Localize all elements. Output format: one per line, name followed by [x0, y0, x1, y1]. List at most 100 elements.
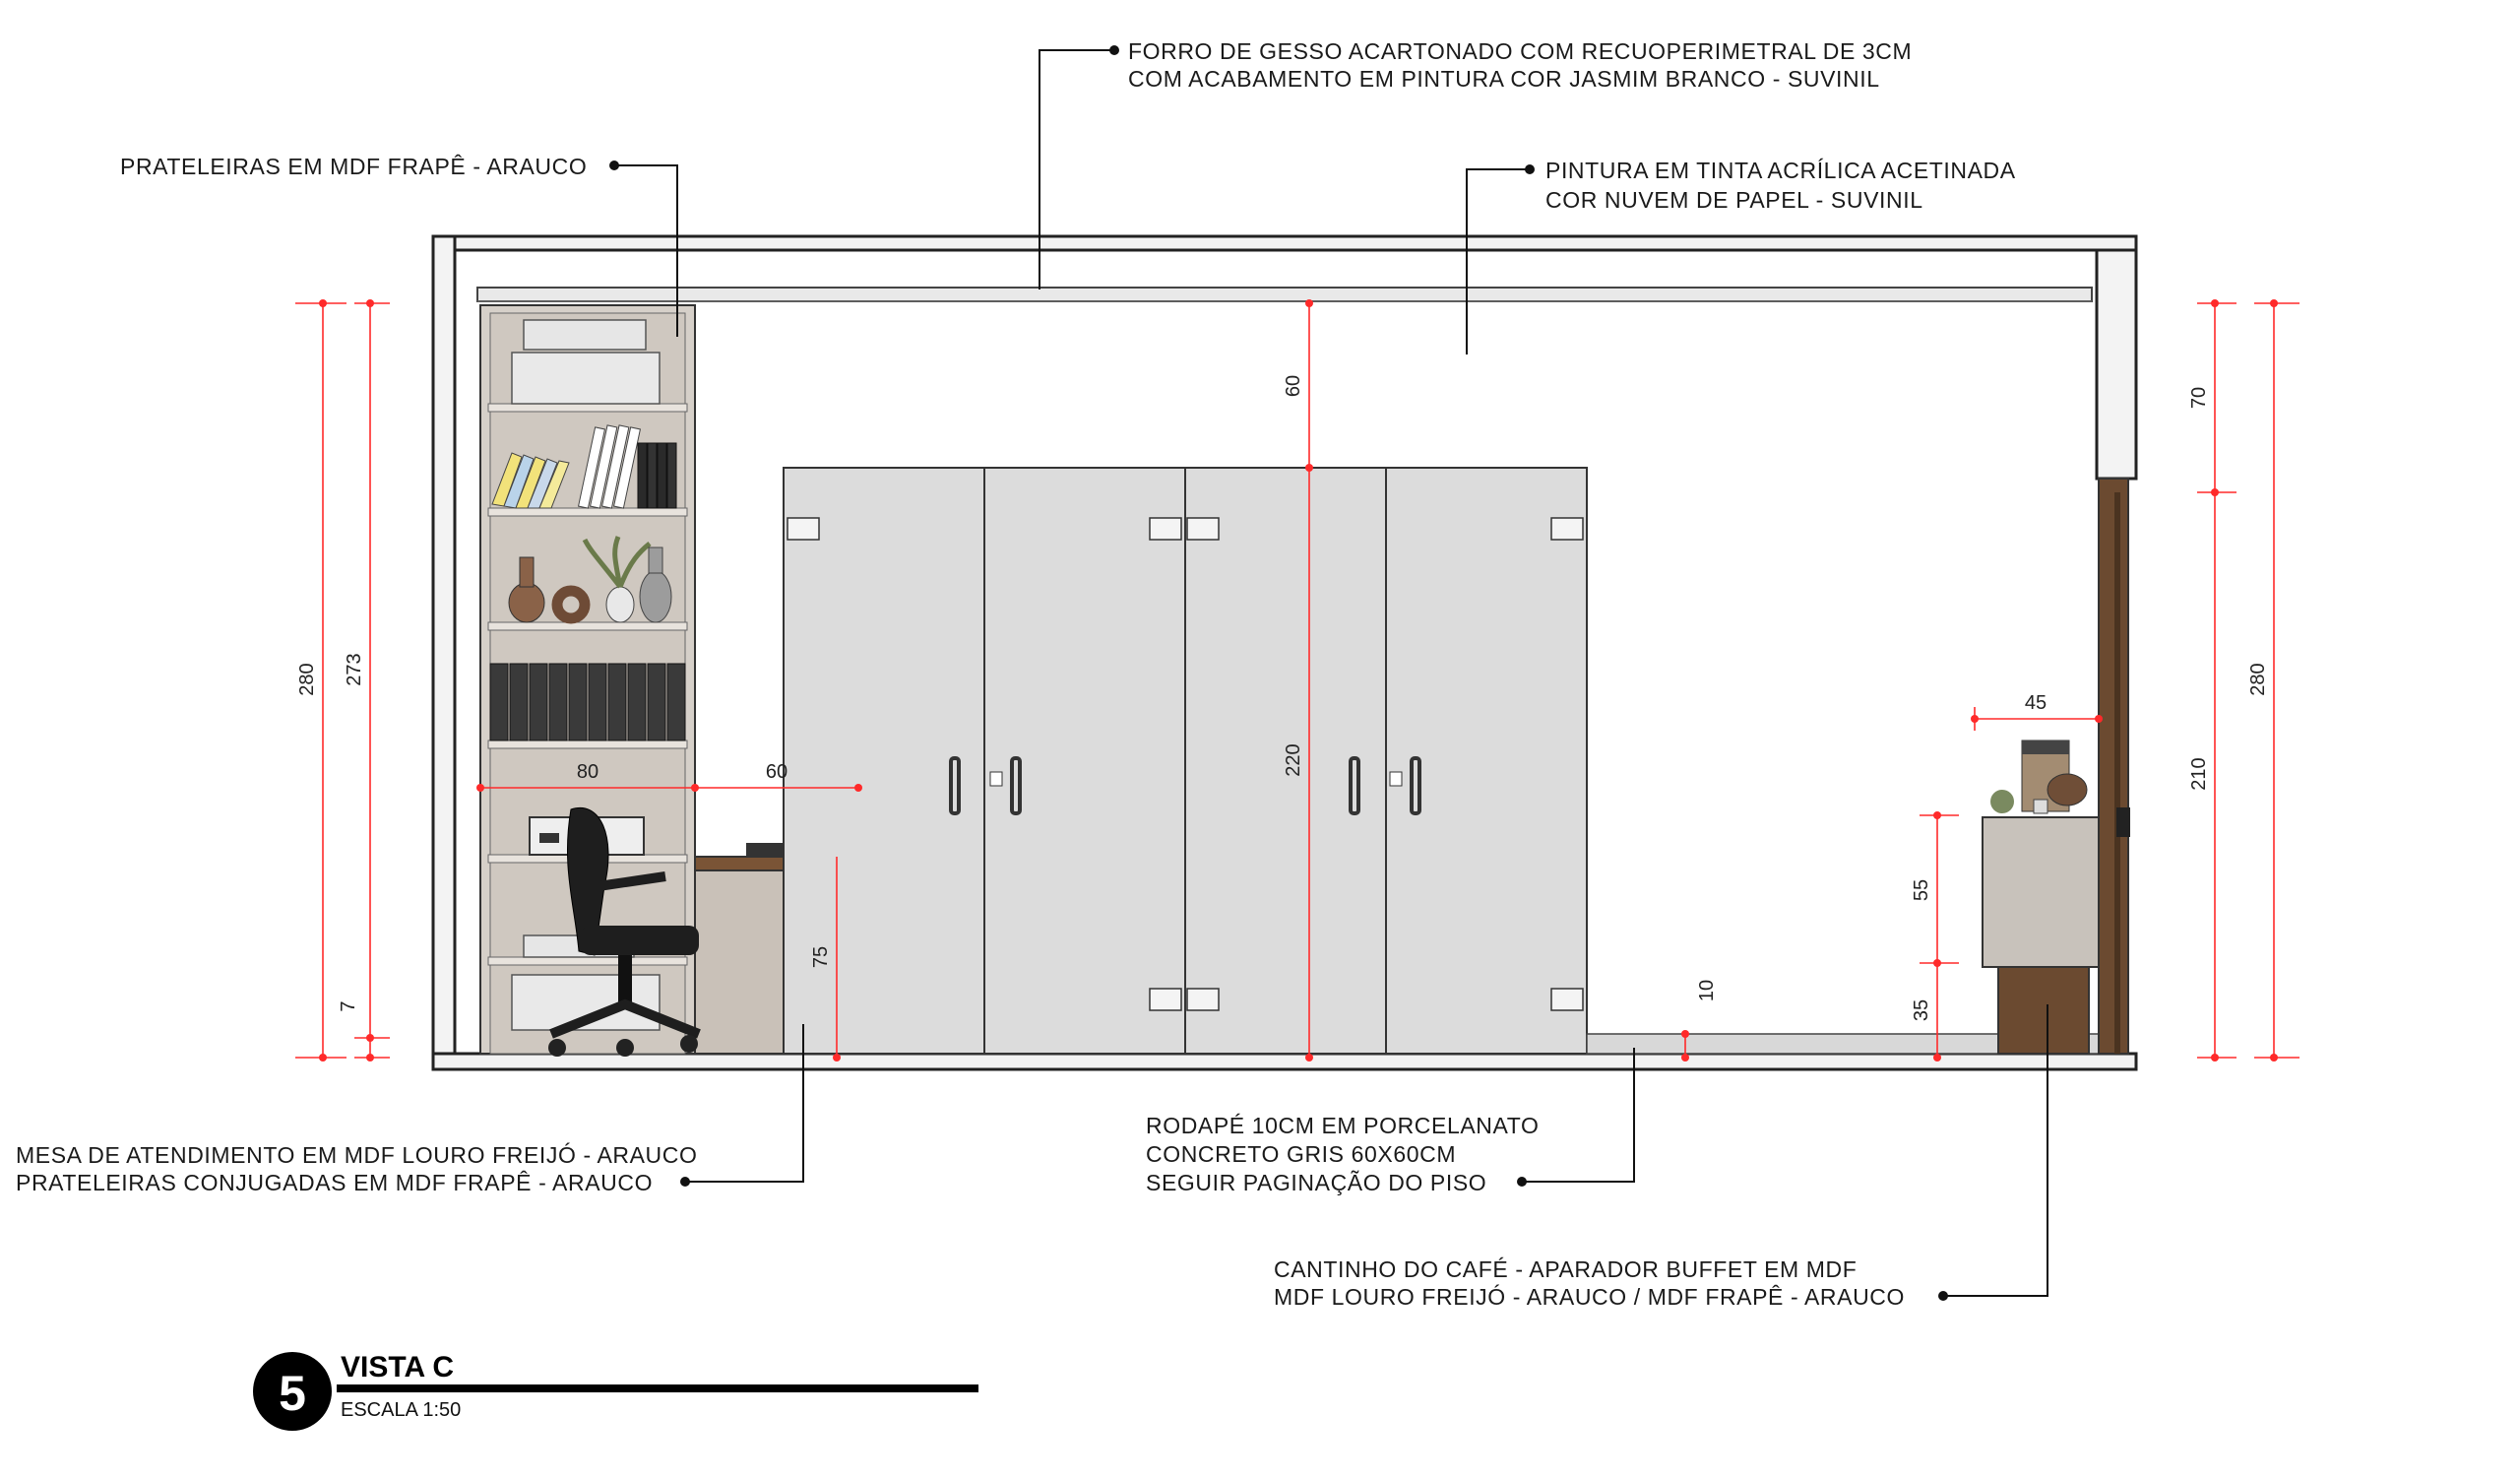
hinge	[1550, 988, 1584, 1011]
dimension-left-shelf: 273	[344, 653, 365, 685]
annotations: FORRO DE GESSO ACARTONADO COM RECUOPERIM…	[16, 38, 2016, 1310]
binder	[607, 663, 627, 741]
wardrobe-door	[1385, 467, 1588, 1055]
dimension-dot	[1933, 1054, 1941, 1062]
door-handles	[949, 756, 1421, 815]
dimension-top-gap: 60	[1283, 375, 1304, 397]
book	[503, 454, 535, 509]
storage-box	[511, 352, 661, 405]
dimension-dot	[1681, 1054, 1689, 1062]
dimension-door-height: 220	[1283, 743, 1304, 776]
desk-device	[746, 843, 786, 857]
dimension-dot	[319, 1054, 327, 1062]
books	[491, 424, 677, 509]
floor-slab	[431, 1052, 2138, 1071]
storage-box	[523, 319, 647, 351]
dimension-dot	[1933, 959, 1941, 967]
sideboard-cabinet	[1982, 816, 2100, 968]
book	[577, 426, 606, 509]
leader-dot	[609, 161, 619, 170]
book	[527, 458, 558, 509]
office-chair-wheel	[548, 1039, 566, 1057]
binders	[489, 663, 686, 741]
binder	[509, 663, 529, 741]
binder	[588, 663, 607, 741]
book	[600, 424, 630, 509]
door-lock	[989, 771, 1003, 787]
binder	[666, 663, 686, 741]
shelf-board	[487, 621, 688, 631]
gypsum-ceiling	[476, 287, 2093, 302]
door-hinges	[787, 517, 1584, 1011]
entry-door	[2098, 478, 2130, 1055]
book	[515, 456, 546, 509]
dimension-dot	[1305, 464, 1313, 472]
hinge	[1149, 517, 1182, 541]
leader-shelves	[614, 164, 678, 337]
coffee-corner	[1982, 740, 2100, 1055]
shelf-board	[487, 507, 688, 517]
binder	[529, 663, 548, 741]
binder	[489, 663, 509, 741]
leader-dot	[1525, 164, 1535, 174]
dimension-dot	[366, 1034, 374, 1042]
dimension-coffee-top: 55	[1911, 879, 1932, 901]
handle	[1410, 756, 1421, 815]
office-chair	[548, 806, 701, 1057]
dimension-coffee-width: 45	[2025, 692, 2047, 714]
room-shell	[431, 234, 2138, 1071]
view-number: 5	[279, 1366, 306, 1421]
book	[666, 442, 677, 509]
shelf-board	[487, 403, 688, 413]
plant	[1990, 790, 2014, 813]
leader-ceiling	[1039, 49, 1114, 290]
dimension-dot	[854, 784, 862, 792]
dimension-right-top: 70	[2188, 387, 2210, 409]
cup	[2033, 799, 2048, 814]
note-coffee-line2: MDF LOURO FREIJÓ - ARAUCO / MDF FRAPÊ - …	[1274, 1284, 1905, 1310]
note-ceiling-line1: FORRO DE GESSO ACARTONADO COM RECUOPERIM…	[1128, 38, 1912, 64]
book	[491, 452, 523, 507]
dimension-desk-height: 75	[810, 946, 832, 968]
dimension-shelf-width: 80	[577, 761, 598, 783]
door-frame	[2098, 478, 2129, 1055]
note-baseboard-line2: CONCRETO GRIS 60X60CM	[1146, 1141, 1456, 1167]
binder	[548, 663, 568, 741]
note-desk-line2: PRATELEIRAS CONJUGADAS EM MDF FRAPÊ - AR…	[16, 1170, 653, 1195]
book	[647, 442, 658, 509]
left-wall	[431, 234, 457, 1071]
shelf-board	[487, 740, 688, 749]
dimension-dot	[1305, 299, 1313, 307]
binder	[568, 663, 588, 741]
dimension-dot	[1933, 811, 1941, 819]
handle	[1349, 756, 1360, 815]
plant-leaves	[582, 536, 652, 589]
dimension-dot	[2270, 1054, 2278, 1062]
leader-dot	[1938, 1291, 1948, 1301]
note-paint-line1: PINTURA EM TINTA ACRÍLICA ACETINADA	[1545, 158, 2016, 183]
dimension-dot	[691, 784, 699, 792]
vase-neck	[519, 556, 535, 588]
dimension-dot	[2270, 299, 2278, 307]
title-underline	[337, 1384, 978, 1392]
note-coffee-line1: CANTINHO DO CAFÉ - APARADOR BUFFET EM MD…	[1274, 1256, 1857, 1282]
decor-objects	[508, 536, 672, 624]
binder	[627, 663, 647, 741]
dimension-desk-width: 60	[766, 761, 788, 783]
dimension-dot	[476, 784, 484, 792]
dimension-dot	[1971, 715, 1979, 723]
dimension-dot	[1305, 1054, 1313, 1062]
plant-vase	[605, 586, 635, 623]
wardrobe	[783, 467, 1588, 1055]
handle	[1010, 756, 1022, 815]
dimensions: 280 273 7 80 60 75 60 220 10	[295, 299, 2300, 1062]
note-shelves: PRATELEIRAS EM MDF FRAPÊ - ARAUCO	[120, 154, 587, 179]
dimension-right-total: 280	[2247, 663, 2269, 695]
sideboard-base	[1997, 966, 2090, 1055]
door-frame-shadow	[2114, 492, 2120, 1054]
dimension-dot	[2095, 715, 2103, 723]
office-chair-column	[618, 955, 632, 1004]
coffee-machine-top	[2022, 740, 2069, 754]
shelf-board	[487, 956, 688, 966]
